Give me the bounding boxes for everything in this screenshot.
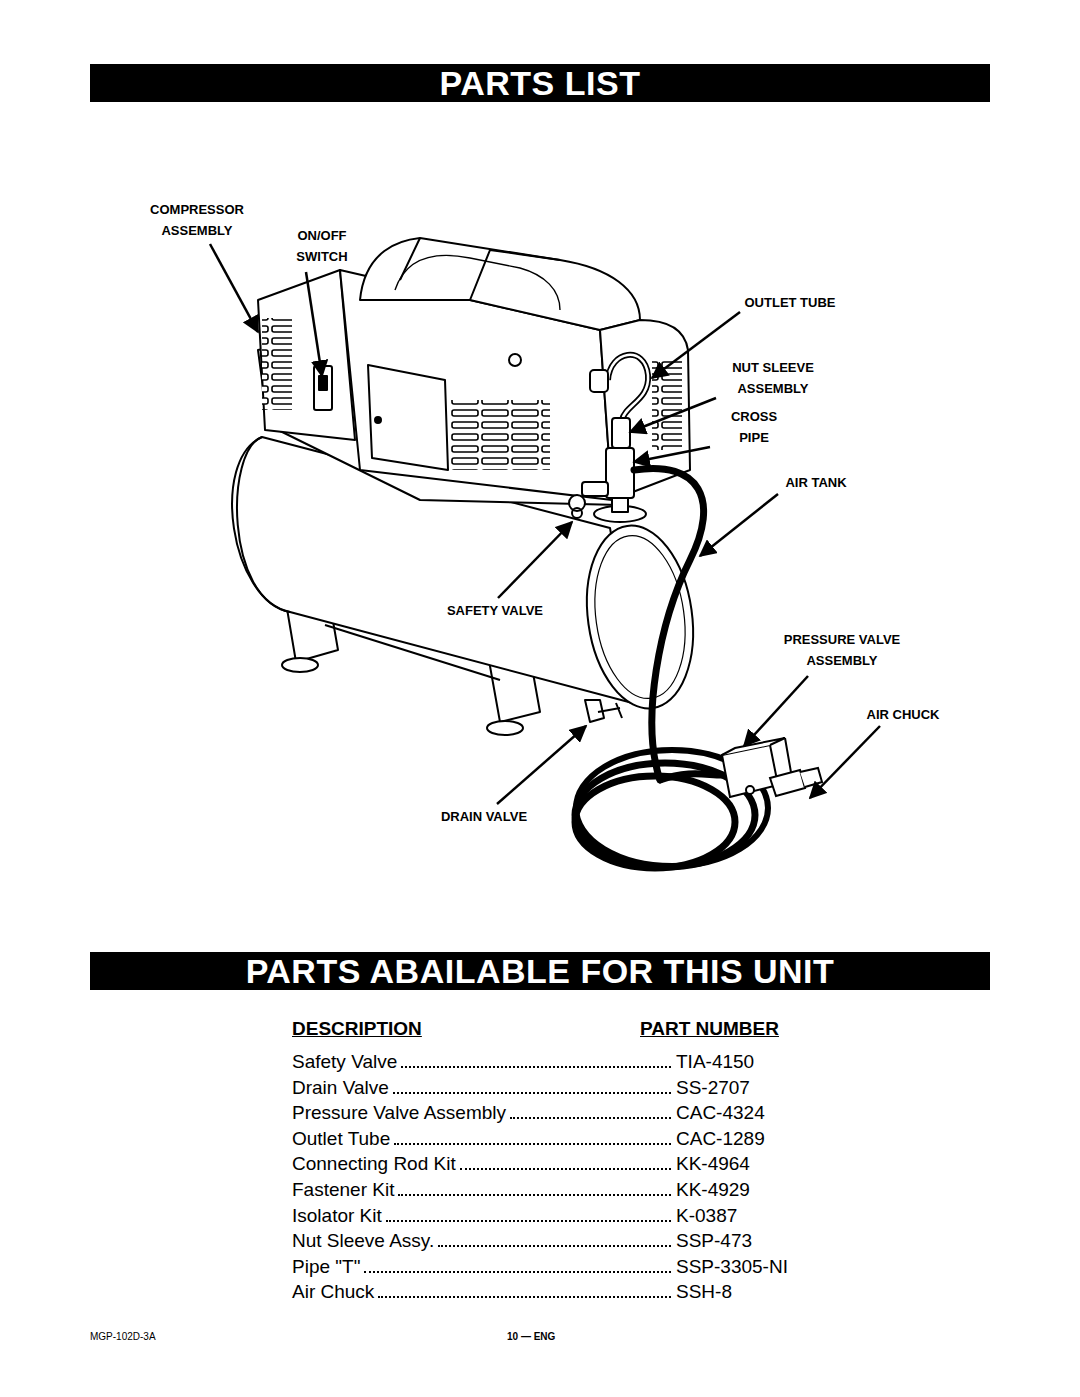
table-row: Drain Valve [292,1075,674,1100]
part-number: CAC-4324 [676,1100,765,1125]
part-description: Connecting Rod Kit [292,1151,456,1176]
part-number: SS-2707 [676,1075,750,1100]
callout-label: COMPRESSOR ASSEMBLY [127,199,267,241]
part-description: Pipe "T" [292,1254,360,1279]
callout-label: CROSS PIPE [719,406,789,448]
table-row: Fastener Kit [292,1177,674,1202]
dot-leader [460,1168,671,1170]
part-description: Fastener Kit [292,1177,394,1202]
part-description: Pressure Valve Assembly [292,1100,506,1125]
column-header: DESCRIPTION [292,1018,422,1040]
dot-leader [401,1066,671,1068]
dot-leader [398,1194,671,1196]
callout-label: NUT SLEEVE ASSEMBLY [718,357,828,399]
part-description: Air Chuck [292,1279,374,1304]
part-number: K-0387 [676,1203,737,1228]
table-row: Outlet Tube [292,1126,674,1151]
table-row: Safety Valve [292,1049,674,1074]
column-header: PART NUMBER [640,1018,779,1040]
callout-label: ON/OFF SWITCH [282,225,362,267]
heading-text: PARTS LIST [90,64,990,102]
heading-bar: PARTS ABAILABLE FOR THIS UNIT [90,952,990,990]
part-number: KK-4929 [676,1177,750,1202]
part-description: Nut Sleeve Assy. [292,1228,434,1253]
dot-leader [386,1220,671,1222]
page-number: 10 — ENG [507,1331,555,1342]
callout-label: SAFETY VALVE [430,600,560,621]
dot-leader [438,1245,671,1247]
part-description: Outlet Tube [292,1126,390,1151]
dot-leader [378,1296,671,1298]
part-number: SSP-473 [676,1228,752,1253]
part-description: Isolator Kit [292,1203,382,1228]
callout-label: DRAIN VALVE [419,806,549,827]
table-row: Connecting Rod Kit [292,1151,674,1176]
table-row: Pressure Valve Assembly [292,1100,674,1125]
dot-leader [510,1117,671,1119]
dot-leader [394,1143,671,1145]
table-row: Pipe "T" [292,1254,674,1279]
dot-leader [364,1271,671,1273]
part-description: Drain Valve [292,1075,389,1100]
document-code: MGP-102D-3A [90,1331,156,1342]
part-number: TIA-4150 [676,1049,754,1074]
part-description: Safety Valve [292,1049,397,1074]
callout-label: PRESSURE VALVE ASSEMBLY [777,629,907,671]
heading-text: PARTS ABAILABLE FOR THIS UNIT [90,952,990,990]
callout-label: AIR TANK [766,472,866,493]
table-row: Isolator Kit [292,1203,674,1228]
dot-leader [393,1092,671,1094]
callout-label: AIR CHUCK [853,704,953,725]
callout-label: OUTLET TUBE [725,292,855,313]
heading-bar: PARTS LIST [90,64,990,102]
part-number: KK-4964 [676,1151,750,1176]
part-number: SSP-3305-NI [676,1254,788,1279]
table-row: Air Chuck [292,1279,674,1304]
table-row: Nut Sleeve Assy. [292,1228,674,1253]
part-number: CAC-1289 [676,1126,765,1151]
part-number: SSH-8 [676,1279,732,1304]
